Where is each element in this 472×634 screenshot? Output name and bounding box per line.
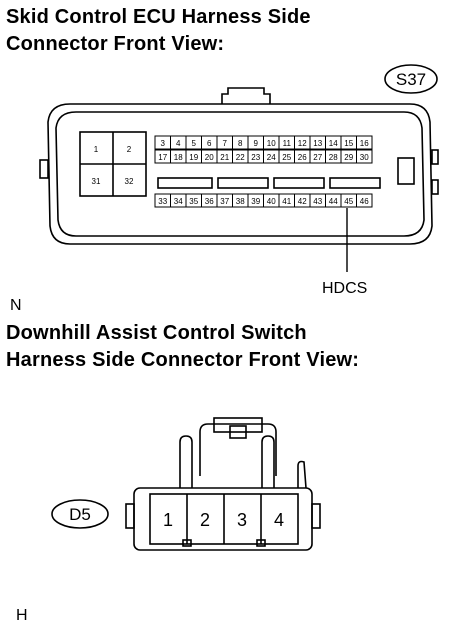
pin-label: 7	[223, 139, 228, 148]
pin-label: 39	[251, 197, 260, 206]
pin-label: 37	[220, 197, 229, 206]
pin-label: 41	[282, 197, 291, 206]
pin-label: 23	[251, 153, 260, 162]
pin-label: 15	[344, 139, 353, 148]
section-marker-n: N	[10, 297, 22, 314]
pin-label: 32	[125, 177, 134, 186]
pin-label: 6	[207, 139, 212, 148]
pin-label: 18	[174, 153, 183, 162]
pin-label: 40	[267, 197, 276, 206]
pin-label: 19	[189, 153, 198, 162]
pin-label: 22	[236, 153, 245, 162]
pin-label: 26	[298, 153, 307, 162]
pin-label: 36	[205, 197, 214, 206]
d5-code-badge: D5	[51, 499, 109, 529]
pin-label: 27	[313, 153, 322, 162]
d5-pin-label: 3	[237, 510, 247, 530]
pin-label: 2	[127, 145, 132, 154]
pin-label: 31	[92, 177, 101, 186]
pin-cell	[356, 135, 373, 150]
pin-label: 12	[298, 139, 307, 148]
s37-connector	[39, 87, 439, 245]
pin-label: 42	[298, 197, 307, 206]
d5-pin-label: 4	[274, 510, 284, 530]
pin-label: 43	[313, 197, 322, 206]
pin-label: 46	[360, 197, 369, 206]
pin-label: 5	[192, 139, 197, 148]
pin-label: 25	[282, 153, 291, 162]
pin-label: 14	[329, 139, 338, 148]
d5-connector	[125, 417, 321, 551]
ecu-connector-title-line2: Connector Front View:	[6, 33, 225, 55]
pin-label: 4	[176, 139, 181, 148]
pin-label: 16	[360, 139, 369, 148]
pin-label: 24	[267, 153, 276, 162]
pin-label: 35	[189, 197, 198, 206]
d5-pin-label: 1	[163, 510, 173, 530]
pin-label: 11	[283, 139, 292, 148]
section-marker-h: H	[16, 607, 28, 624]
pin-label: 9	[254, 139, 259, 148]
pin-label: 28	[329, 153, 338, 162]
hdcs-label: HDCS	[322, 280, 367, 297]
pin-label: 10	[267, 139, 276, 148]
pin-label: 8	[238, 139, 243, 148]
pin-label: 44	[329, 197, 338, 206]
switch-connector-title-line1: Downhill Assist Control Switch	[6, 322, 307, 344]
pin-label: 3	[161, 139, 166, 148]
ecu-connector-title-line1: Skid Control ECU Harness Side	[6, 6, 311, 28]
pin-label: 45	[344, 197, 353, 206]
d5-pin-label: 2	[200, 510, 210, 530]
pin-label: 20	[205, 153, 214, 162]
pin-label: 29	[344, 153, 353, 162]
pin-cell	[356, 193, 373, 208]
pin-label: 38	[236, 197, 245, 206]
pin-label: 17	[158, 153, 167, 162]
pin-cell	[356, 149, 373, 164]
s37-code-label: S37	[396, 70, 426, 89]
pin-label: 34	[174, 197, 183, 206]
pin-label: 30	[360, 153, 369, 162]
s37-code-badge: S37	[384, 64, 438, 94]
pin-label: 33	[158, 197, 167, 206]
pin-label: 1	[94, 145, 99, 154]
switch-connector-title-line2: Harness Side Connector Front View:	[6, 349, 360, 371]
d5-code-label: D5	[69, 505, 91, 524]
pin-label: 21	[220, 153, 229, 162]
pin-label: 13	[313, 139, 322, 148]
